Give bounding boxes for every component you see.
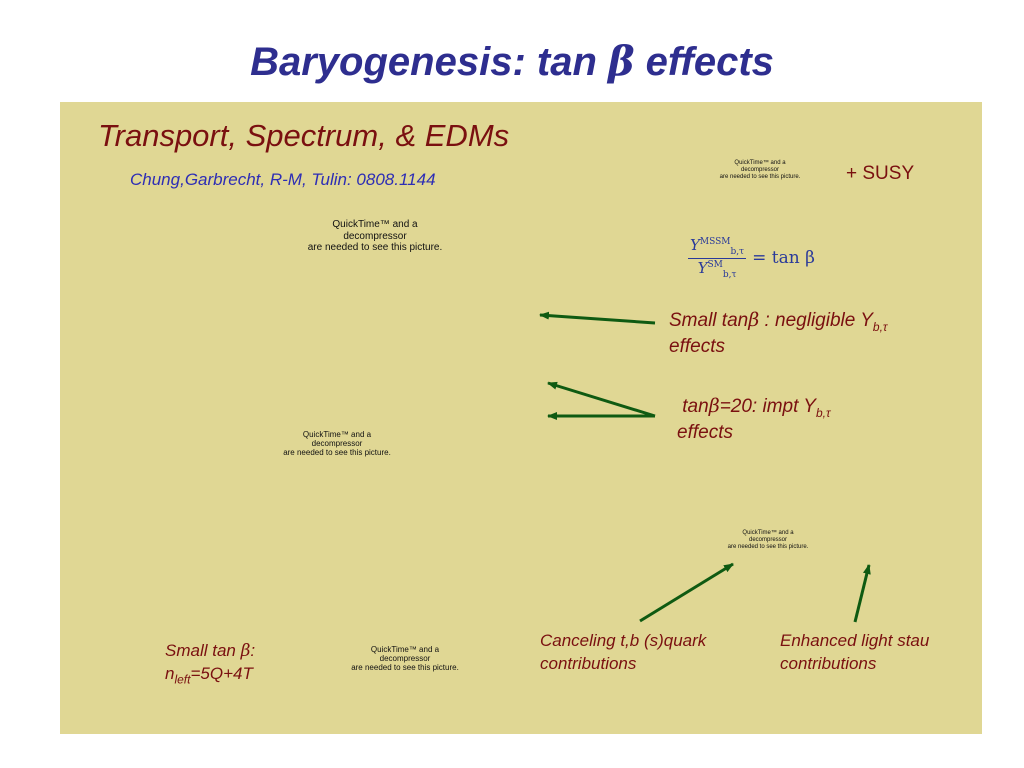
content-panel xyxy=(60,102,982,734)
section-heading: Transport, Spectrum, & EDMs xyxy=(98,118,510,153)
susy-label: + SUSY xyxy=(846,163,915,184)
caption-light-stau: Enhanced light stau contributions xyxy=(780,631,930,673)
paper-citation: Chung,Garbrecht, R-M, Tulin: 0808.1144 xyxy=(130,170,436,189)
beta-symbol: β xyxy=(607,38,635,85)
note-tanbeta-20: tanβ=20: impt Yb,τ effects xyxy=(677,395,831,444)
formula-rhs: = tan β xyxy=(752,248,815,268)
slide-title: Baryogenesis: tan β effects xyxy=(250,38,774,85)
formula-denominator: YSMb,τ xyxy=(697,259,737,280)
yukawa-ratio-formula: YMSSMb,τ YSMb,τ = tan β xyxy=(688,236,815,280)
caption-small-tanbeta-nleft: Small tan β: nleft=5Q+4T xyxy=(165,641,256,687)
note-small-tanbeta: Small tanβ : negligible Yb,τ effects xyxy=(669,309,888,358)
formula-numerator: YMSSMb,τ xyxy=(688,236,747,259)
caption-canceling-quark: Canceling t,b (s)quark contributions xyxy=(540,631,707,673)
